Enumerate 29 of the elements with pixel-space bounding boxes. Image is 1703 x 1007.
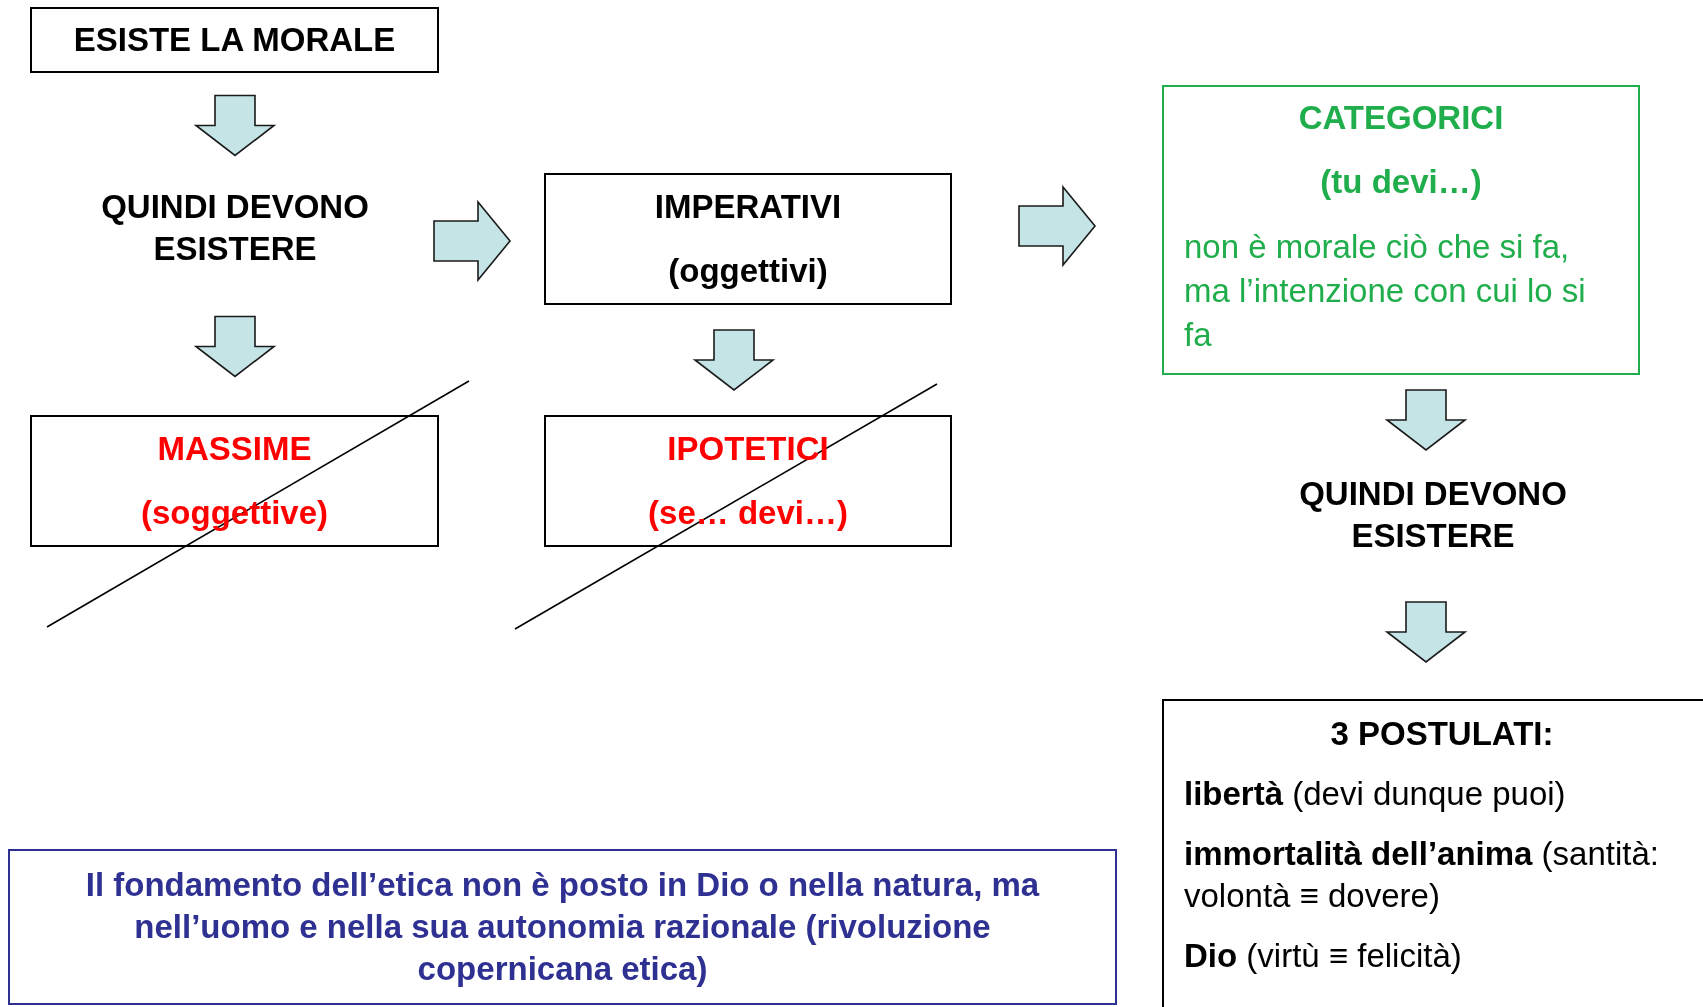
category-description: non è morale ciò che si fa, ma l’intenzione con cui lo si fa	[1184, 227, 1587, 355]
postulate-text: libertà (devi dunque puoi)	[1184, 774, 1567, 814]
heading-text: IMPERATIVI	[653, 187, 843, 227]
block-arrow	[1384, 601, 1468, 663]
heading-text: ESISTE LA MORALE	[72, 20, 397, 60]
category-heading: (tu devi…)	[1319, 162, 1483, 202]
block-arrow	[193, 315, 277, 378]
text-box	[544, 173, 952, 305]
block-arrow	[692, 329, 776, 391]
block-arrow	[1384, 389, 1468, 451]
category-box	[1162, 85, 1640, 375]
block-arrow	[433, 199, 512, 283]
postulate-text: Dio (virtù ≡ felicità)	[1184, 936, 1463, 976]
postulates-heading: 3 POSTULATI:	[1329, 714, 1555, 754]
crossed-out-text: IPOTETICI	[666, 429, 830, 469]
heading-text: QUINDI DEVONO ESISTERE	[1298, 474, 1568, 556]
postulate-text: immortalità dell’anima (santità: volontà ≡ dovere)	[1184, 834, 1660, 916]
crossed-out-text: MASSIME	[156, 429, 313, 469]
heading-text: QUINDI DEVONO ESISTERE	[100, 187, 370, 269]
crossed-out-box	[544, 415, 952, 547]
postulates-box	[1162, 699, 1703, 1007]
note-text: Il fondamento dell’etica non è posto in Dio o nella natura, ma nell’uomo e nella sua autonomia razionale (rivoluzione copernicana etica)	[84, 865, 1041, 989]
text-box	[30, 7, 439, 73]
block-arrow	[193, 94, 277, 157]
note-box	[8, 849, 1117, 1005]
category-heading: CATEGORICI	[1297, 98, 1505, 138]
heading-text: (oggettivi)	[667, 251, 829, 291]
block-arrow	[1018, 184, 1097, 268]
crossed-out-box	[30, 415, 439, 547]
